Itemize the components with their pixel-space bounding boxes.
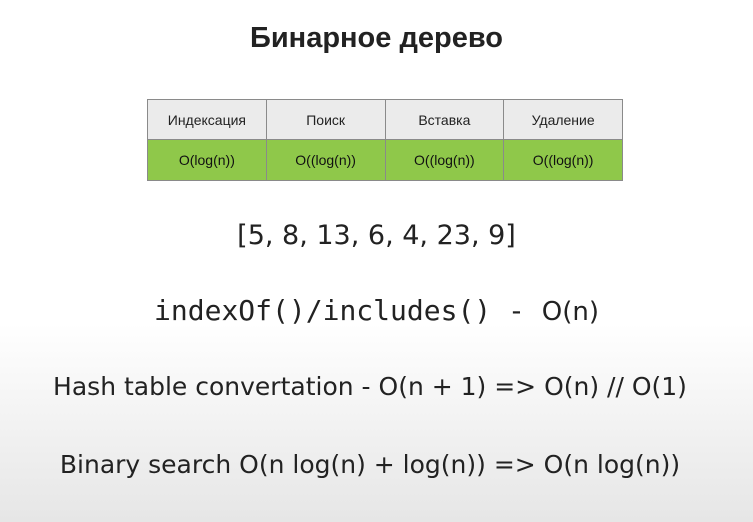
header-delete: Удаление [503, 99, 623, 140]
binary-search-line: Binary search O(n log(n) + log(n)) => O(… [59, 450, 681, 479]
hash-table-line: Hash table convertation - O(n + 1) => O(… [53, 372, 687, 401]
complexity-table: Индексация Поиск Вставка Удаление O(log(… [147, 99, 623, 181]
header-indexing: Индексация [147, 99, 267, 140]
example-array: [5, 8, 13, 6, 4, 23, 9] [237, 220, 516, 251]
value-search: O((log(n)) [265, 139, 386, 181]
header-search: Поиск [265, 99, 386, 140]
method-complexity: O(n) [541, 297, 599, 327]
value-delete: O((log(n)) [503, 139, 623, 181]
method-complexity-line: indexOf()/includes() - O(n) [0, 294, 753, 327]
method-code: indexOf()/includes() - [154, 294, 542, 327]
table-header-row: Индексация Поиск Вставка Удаление [147, 99, 623, 140]
table-value-row: O(log(n)) O((log(n)) O((log(n)) O((log(n… [147, 139, 623, 181]
header-insert: Вставка [384, 99, 505, 140]
slide-title: Бинарное дерево [250, 22, 503, 54]
value-insert: O((log(n)) [384, 139, 505, 181]
value-indexing: O(log(n)) [147, 139, 267, 181]
